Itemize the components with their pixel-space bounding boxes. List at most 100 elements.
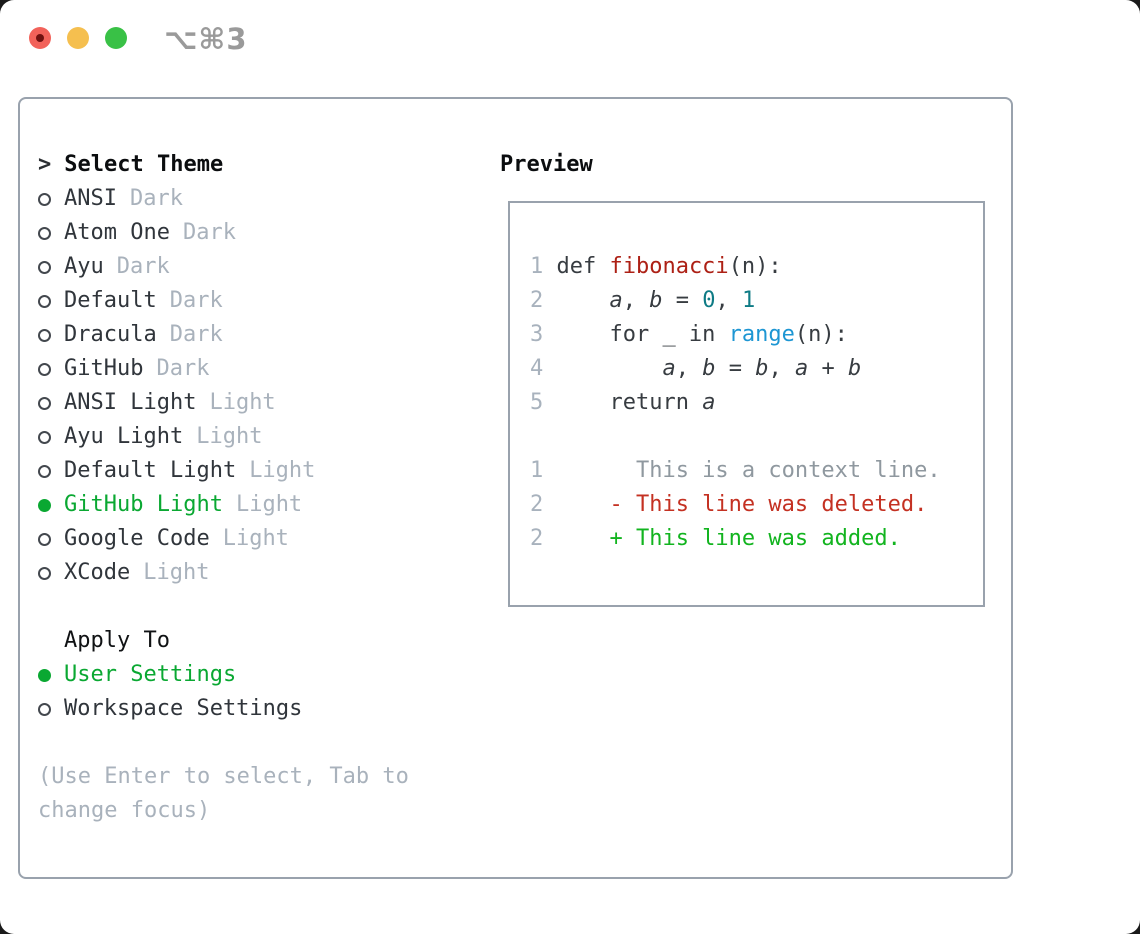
code-line: 2 a, b = 0, 1 <box>530 284 983 318</box>
radio-icon <box>38 566 51 580</box>
token-plain: (n): <box>794 322 848 347</box>
theme-option-label: Google Code <box>64 526 210 551</box>
token-plain: , <box>622 288 650 313</box>
token-func: fibonacci <box>609 254 729 279</box>
diff-context-line: 1 This is a context line. <box>530 454 983 488</box>
theme-option-label: Default <box>64 288 157 313</box>
radio-icon <box>38 294 51 308</box>
theme-variant-tag: Dark <box>169 288 223 313</box>
theme-variant-tag: Light <box>143 560 210 585</box>
theme-variant-tag: Light <box>235 492 303 517</box>
token-plain: + <box>808 356 848 381</box>
token-plain: def <box>556 254 610 279</box>
token-numlit: 0 <box>702 288 716 313</box>
theme-option-label: GitHub Light <box>64 492 223 517</box>
apply-option[interactable]: Workspace Settings <box>38 692 302 726</box>
theme-option[interactable]: Google Code Light <box>38 522 315 556</box>
theme-variant-tag: Dark <box>156 356 210 381</box>
token-var: b <box>702 356 716 381</box>
theme-variant-tag: Dark <box>116 254 170 279</box>
line-number: 3 <box>530 322 544 347</box>
token-ctx: This is a context line. <box>556 458 941 483</box>
theme-variant-tag: Light <box>249 458 316 483</box>
token-add: + This line was added. <box>556 526 901 551</box>
token-plain: = <box>715 356 756 381</box>
radio-selected-icon <box>38 498 51 512</box>
theme-option[interactable]: XCode Light <box>38 556 315 590</box>
line-number: 4 <box>530 356 544 381</box>
code-line: 5 return a <box>530 386 983 420</box>
theme-option-label: Ayu <box>64 254 104 279</box>
apply-to-title: Apply To <box>64 628 170 653</box>
radio-icon <box>38 328 51 342</box>
theme-option[interactable]: Default Dark <box>38 284 315 318</box>
preview-title: Preview <box>500 152 593 177</box>
theme-variant-tag: Light <box>222 526 289 551</box>
code-line: 4 a, b = b, a + b <box>530 352 983 386</box>
theme-option[interactable]: Default Light Light <box>38 454 315 488</box>
radio-icon <box>38 362 51 376</box>
token-plain <box>556 356 662 381</box>
apply-option[interactable]: User Settings <box>38 658 302 692</box>
radio-icon <box>38 464 51 478</box>
theme-variant-tag: Dark <box>129 186 183 211</box>
window-shortcut-label: ⌥⌘3 <box>164 22 248 56</box>
token-plain: (n): <box>728 254 782 279</box>
code-line: 1 def fibonacci(n): <box>530 250 983 284</box>
minimize-button[interactable] <box>67 27 89 49</box>
radio-icon <box>38 532 51 546</box>
theme-option[interactable]: GitHub Light Light <box>38 488 315 522</box>
radio-icon <box>38 396 51 410</box>
token-var: b <box>649 288 663 313</box>
theme-option[interactable]: Ayu Dark <box>38 250 315 284</box>
diff-deleted-line: 2 - This line was deleted. <box>530 488 983 522</box>
maximize-button[interactable] <box>105 27 127 49</box>
hint-text: (Use Enter to select, Tab to change focu… <box>38 764 409 823</box>
line-number: 1 <box>530 254 544 279</box>
token-var: b <box>847 356 862 381</box>
token-var: a <box>794 356 809 381</box>
theme-variant-tag: Dark <box>182 220 236 245</box>
theme-variant-tag: Light <box>209 390 276 415</box>
theme-option-label: Default Light <box>64 458 237 483</box>
token-var: a <box>662 356 676 381</box>
token-plain <box>556 288 609 313</box>
diff-added-line: 2 + This line was added. <box>530 522 983 556</box>
close-button[interactable] <box>29 27 51 49</box>
token-numlit: 1 <box>741 288 756 313</box>
token-del: - This line was deleted. <box>556 492 928 517</box>
token-plain: , <box>768 356 795 381</box>
apply-option-label: User Settings <box>64 662 237 687</box>
radio-icon <box>38 260 51 274</box>
token-var: a <box>702 390 716 415</box>
theme-option-label: Atom One <box>64 220 170 245</box>
theme-option[interactable]: ANSI Dark <box>38 182 315 216</box>
blank-line <box>530 420 983 454</box>
token-plain: = <box>662 288 703 313</box>
token-plain: for _ in <box>556 322 729 347</box>
theme-option-label: GitHub <box>64 356 144 381</box>
token-plain: , <box>675 356 703 381</box>
theme-option[interactable]: Atom One Dark <box>38 216 315 250</box>
apply-option-label: Workspace Settings <box>64 696 303 721</box>
token-var: a <box>609 288 623 313</box>
theme-option-label: XCode <box>64 560 131 585</box>
theme-option[interactable]: GitHub Dark <box>38 352 315 386</box>
theme-option-label: ANSI <box>64 186 117 211</box>
select-theme-header: >Select Theme <box>38 148 223 182</box>
line-number: 1 <box>530 458 544 483</box>
line-number: 5 <box>530 390 544 415</box>
radio-icon <box>38 430 51 444</box>
token-var: b <box>755 356 769 381</box>
select-theme-title: Select Theme <box>64 152 224 177</box>
line-number: 2 <box>530 288 544 313</box>
